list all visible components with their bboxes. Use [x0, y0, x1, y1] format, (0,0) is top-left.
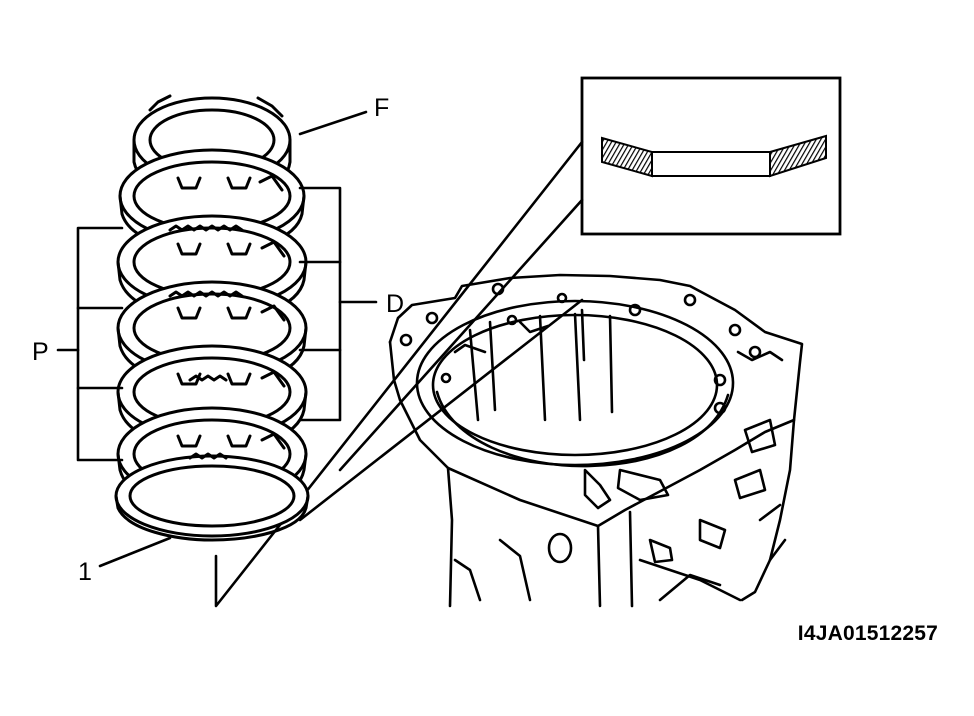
bracket-P	[56, 226, 124, 462]
inset-leader-lines	[214, 140, 586, 608]
label-D: D	[386, 290, 404, 318]
leader-1	[98, 536, 172, 568]
label-1: 1	[78, 558, 92, 586]
clutch-pack-stack	[114, 94, 310, 542]
transmission-case	[388, 273, 804, 608]
bracket-D	[298, 186, 378, 422]
figure-code: I4JA01512257	[798, 622, 938, 645]
label-P: P	[32, 338, 49, 366]
leader-F	[298, 110, 368, 136]
label-F: F	[374, 94, 389, 122]
detail-inset	[580, 76, 842, 236]
